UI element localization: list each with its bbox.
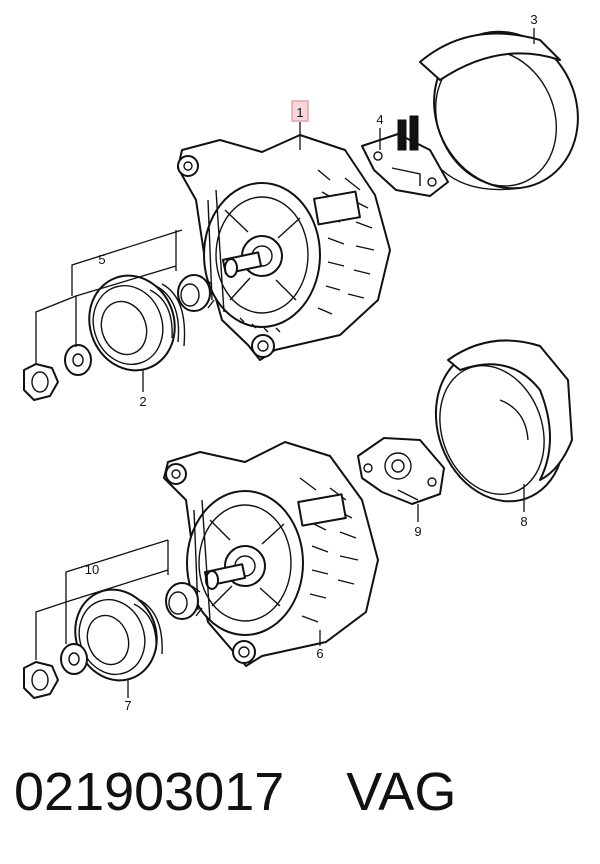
callout-8[interactable]: 8 xyxy=(520,514,527,529)
spacer-sleeve-lower[interactable] xyxy=(165,582,203,620)
callout-10[interactable]: 10 xyxy=(85,562,99,577)
pulley-upper[interactable] xyxy=(76,264,188,383)
shroud-ring-upper[interactable] xyxy=(409,8,600,212)
bracket-10 xyxy=(35,539,169,660)
pulley-lower[interactable] xyxy=(63,578,170,692)
callout-1-highlight xyxy=(291,100,309,122)
callout-1[interactable]: 1 xyxy=(296,105,303,120)
callout-7[interactable]: 7 xyxy=(124,698,131,713)
washer-upper[interactable] xyxy=(64,344,92,376)
callout-2[interactable]: 2 xyxy=(139,394,146,409)
nut-upper[interactable] xyxy=(23,363,59,401)
spacer-sleeve-upper[interactable] xyxy=(177,274,215,312)
callout-9[interactable]: 9 xyxy=(414,524,421,539)
alternator-lower[interactable] xyxy=(163,441,379,667)
callout-5[interactable]: 5 xyxy=(98,252,105,267)
brand-name: VAG xyxy=(346,762,457,822)
alternator-upper[interactable] xyxy=(177,134,391,361)
shroud-ring-lower[interactable] xyxy=(415,330,585,519)
callout-4[interactable]: 4 xyxy=(376,112,383,127)
callout-3[interactable]: 3 xyxy=(530,12,537,27)
part-number: 021903017 xyxy=(14,762,285,822)
voltage-regulator-upper[interactable] xyxy=(361,115,449,197)
part-caption: 021903017 VAG xyxy=(14,752,594,832)
voltage-regulator-lower[interactable] xyxy=(357,437,445,505)
nut-lower[interactable] xyxy=(23,661,59,699)
washer-lower[interactable] xyxy=(60,643,88,675)
callout-6[interactable]: 6 xyxy=(316,646,323,661)
bracket-5 xyxy=(35,229,183,365)
